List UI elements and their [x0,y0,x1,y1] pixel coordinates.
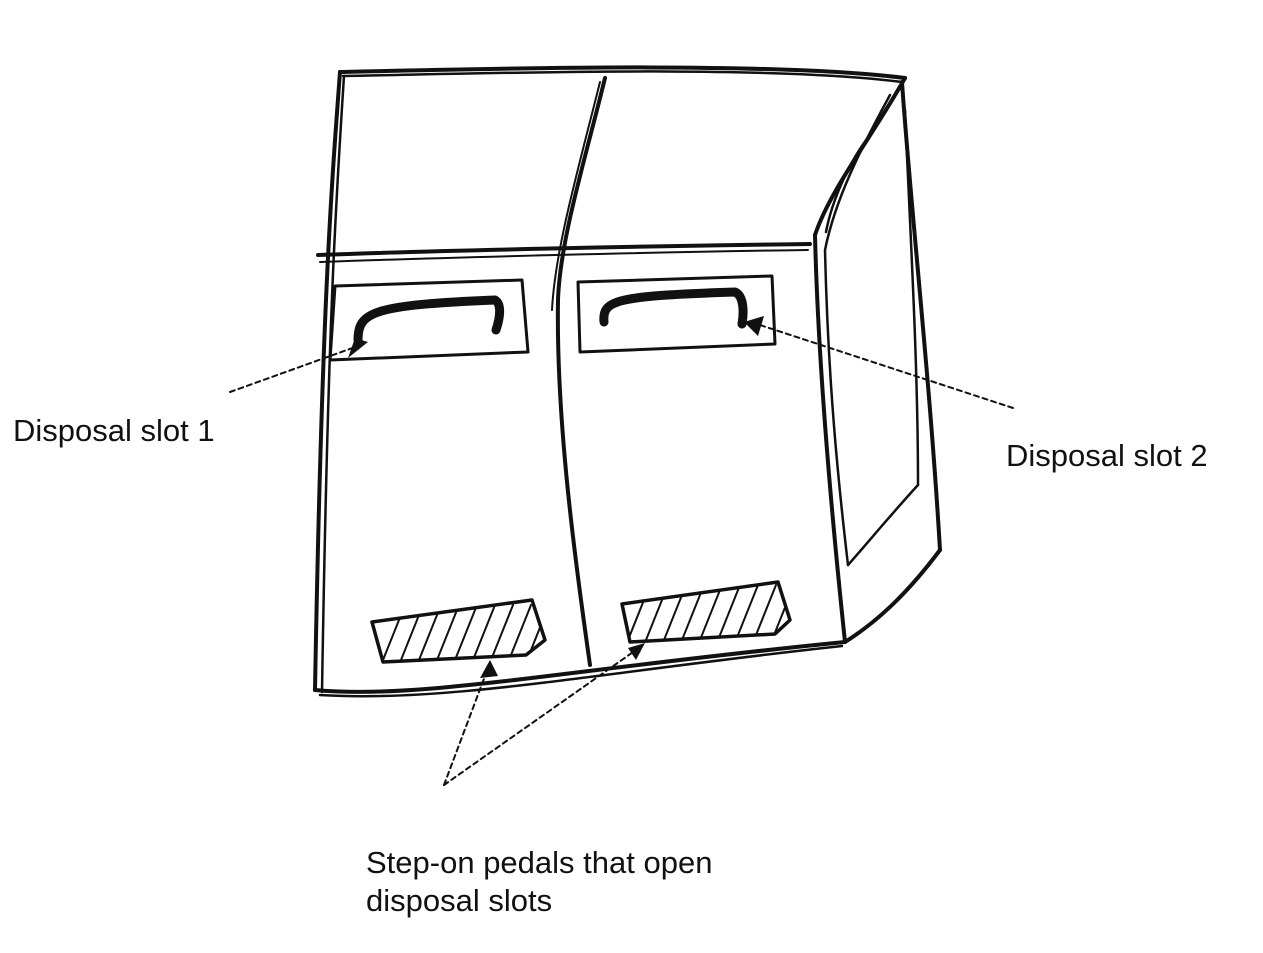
bin-side-panel [823,93,920,567]
disposal-slot-2-icon [576,274,777,354]
leader-pedal-1 [443,667,489,786]
arrow-pedal-2 [628,643,645,660]
label-pedals-line-2: disposal slots [366,883,553,918]
label-pedals: Step-on pedals that open disposal slots [366,844,712,920]
disposal-slot-1-icon [328,278,530,362]
arrow-slot-1 [348,338,368,358]
bin-body-outline [313,65,942,698]
pedal-1-icon [370,598,547,664]
bin-center-divider [551,76,607,667]
label-disposal-slot-2: Disposal slot 2 [1006,438,1208,473]
arrow-slot-2 [744,316,764,336]
arrowheads [348,316,764,678]
label-pedals-line-1: Step-on pedals that open [366,845,713,880]
label-disposal-slot-1: Disposal slot 1 [13,413,215,448]
leader-lines [229,324,1014,786]
leader-pedal-2 [443,649,637,786]
leader-slot-2 [759,324,1014,409]
arrow-pedal-1 [480,660,498,678]
leader-slot-1 [229,345,359,393]
